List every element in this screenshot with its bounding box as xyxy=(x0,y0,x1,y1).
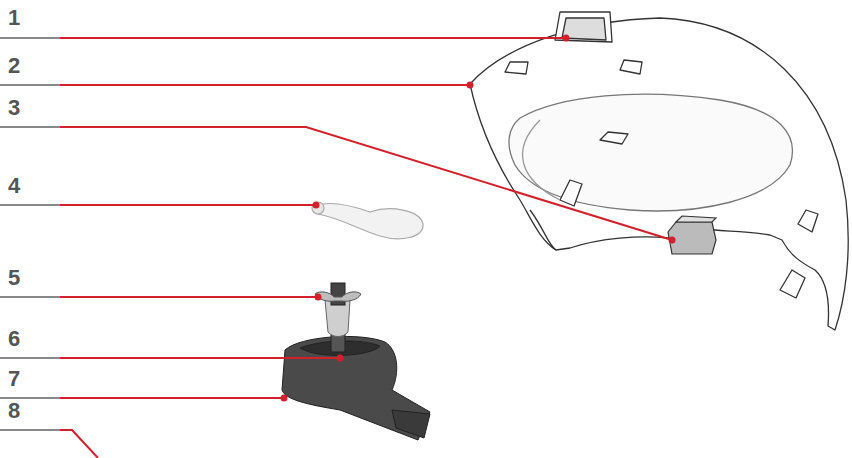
callout-number: 7 xyxy=(8,367,20,391)
leader-dots xyxy=(281,35,676,402)
spatula-drawing xyxy=(312,202,423,239)
callout-number: 3 xyxy=(8,96,20,120)
stand-drawing xyxy=(282,283,430,440)
callout-number: 6 xyxy=(8,327,20,351)
callout-number: 5 xyxy=(8,266,20,290)
clip-drawing xyxy=(668,216,716,254)
callout-number: 4 xyxy=(8,174,20,198)
leader-lines xyxy=(0,38,672,458)
callout-number: 1 xyxy=(8,6,20,30)
callout-number: 2 xyxy=(8,54,20,78)
callout-number: 8 xyxy=(8,399,20,423)
cover-drawing xyxy=(470,12,848,330)
